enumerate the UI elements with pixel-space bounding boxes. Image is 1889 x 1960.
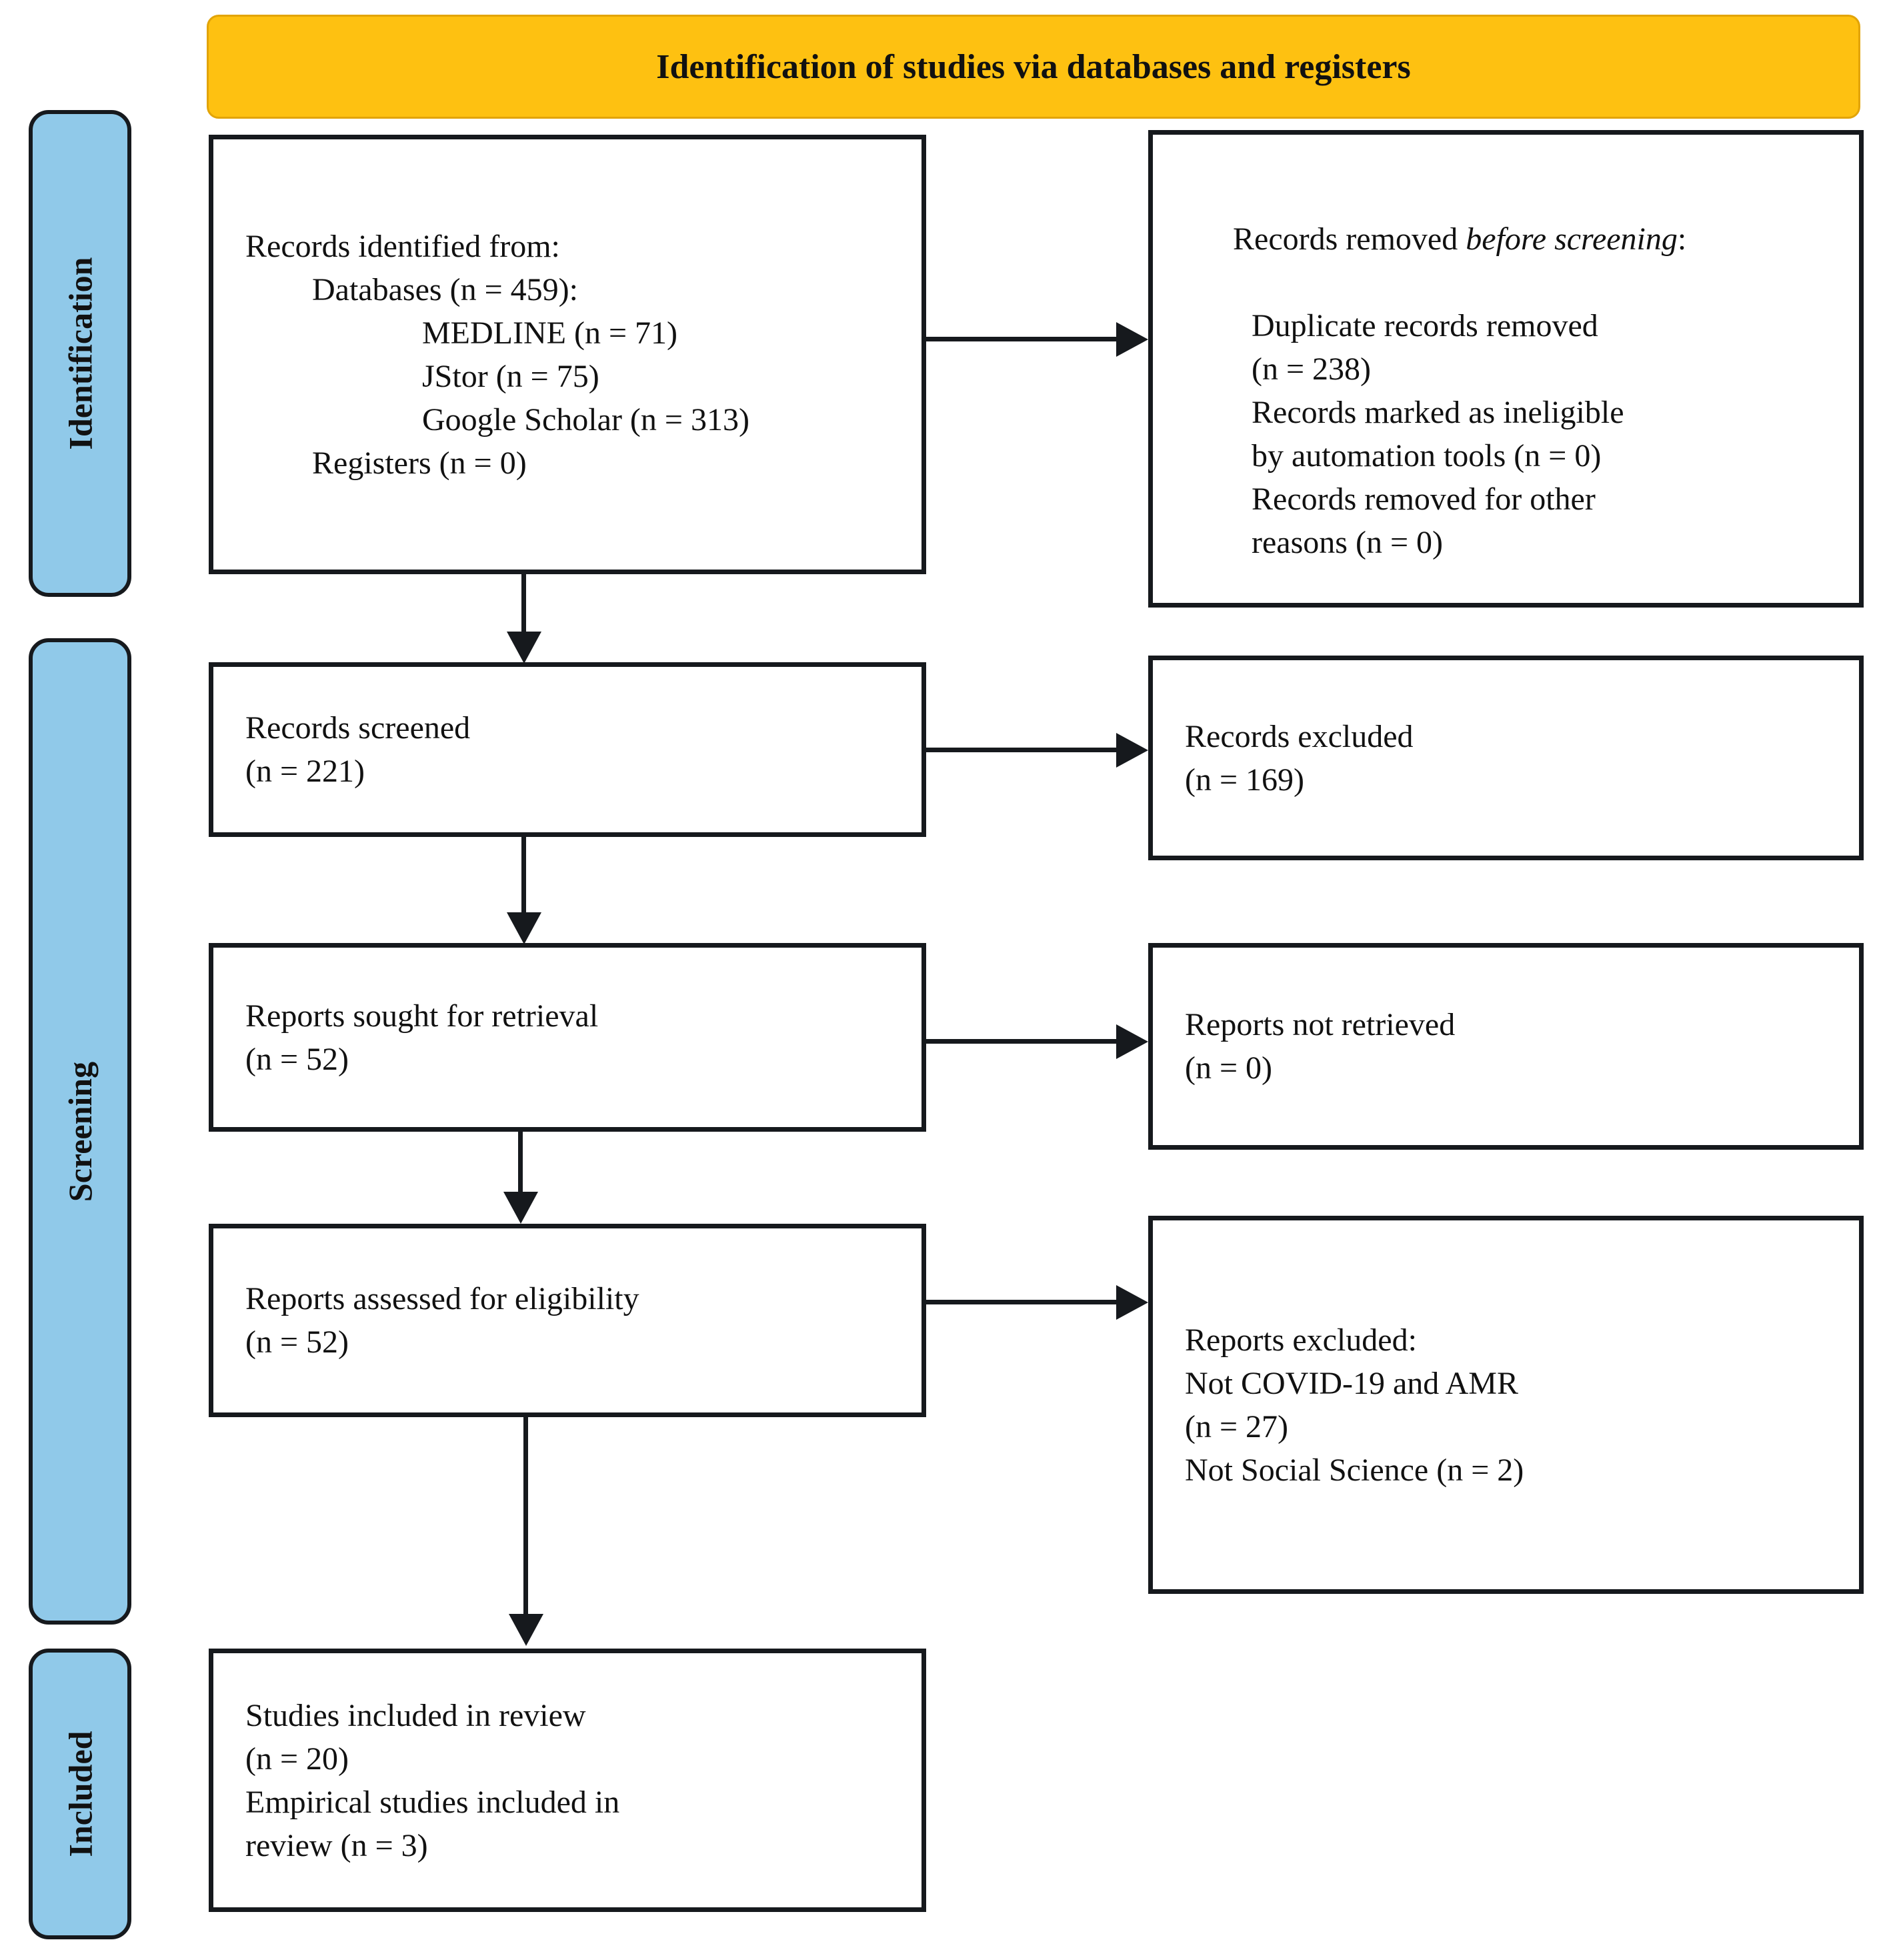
- arrow-sought-to-not-retrieved-icon: [926, 1039, 1116, 1044]
- arrow-assessed-to-excluded-icon: [926, 1300, 1116, 1304]
- box-text-line: Reports assessed for eligibility: [245, 1281, 639, 1316]
- box-reports-excluded: Reports excluded: Not COVID-19 and AMR (…: [1148, 1216, 1864, 1594]
- box-text-line: Records excluded: [1185, 718, 1414, 754]
- box-text-line: reasons (n = 0): [1252, 524, 1443, 560]
- box-records-removed: Records removed before screening: Duplic…: [1148, 130, 1864, 608]
- box-text-line: (n = 221): [245, 754, 365, 789]
- box-text-line: JStor (n = 75): [422, 358, 599, 394]
- records-removed-title-prefix: Records removed: [1233, 221, 1466, 257]
- box-reports-sought: Reports sought for retrieval (n = 52): [209, 943, 926, 1132]
- box-text-line: review (n = 3): [245, 1827, 428, 1863]
- stage-label-screening: Screening: [61, 1061, 99, 1202]
- box-text-line: (n = 238): [1252, 351, 1372, 387]
- box-text-line: Not Social Science (n = 2): [1185, 1452, 1524, 1488]
- box-text-line: Google Scholar (n = 313): [422, 401, 749, 437]
- box-text-line: (n = 52): [245, 1324, 349, 1360]
- box-text-line: Not COVID-19 and AMR: [1185, 1365, 1518, 1401]
- box-text-line: (n = 169): [1185, 762, 1305, 798]
- box-text-line: (n = 0): [1185, 1050, 1273, 1086]
- box-studies-included: Studies included in review (n = 20) Empi…: [209, 1649, 926, 1912]
- box-text-line: Studies included in review: [245, 1697, 586, 1733]
- stage-label-included: Included: [61, 1731, 99, 1857]
- arrow-identified-to-removed-icon: [926, 337, 1116, 341]
- box-text-line: Empirical studies included in: [245, 1784, 620, 1820]
- box-text-line: Records marked as ineligible: [1252, 394, 1624, 430]
- banner-databases-registers: Identification of studies via databases …: [207, 15, 1860, 119]
- records-removed-title-suffix: :: [1677, 221, 1687, 257]
- stage-bar-identification: Identification: [29, 110, 131, 597]
- box-text-line: Records removed for other: [1252, 481, 1596, 517]
- arrow-identified-to-screened-icon: [521, 574, 526, 632]
- box-text-line: Registers (n = 0): [312, 445, 527, 481]
- box-text-line: (n = 20): [245, 1741, 349, 1777]
- stage-bar-screening: Screening: [29, 638, 131, 1625]
- banner-title: Identification of studies via databases …: [656, 47, 1411, 86]
- box-reports-assessed: Reports assessed for eligibility (n = 52…: [209, 1224, 926, 1417]
- stage-bar-included: Included: [29, 1649, 131, 1939]
- box-text-line: Records identified from:: [245, 228, 560, 264]
- box-text-line: (n = 27): [1185, 1408, 1289, 1444]
- box-reports-not-retrieved: Reports not retrieved (n = 0): [1148, 943, 1864, 1150]
- box-text-line: MEDLINE (n = 71): [422, 315, 677, 351]
- arrow-screened-to-sought-icon: [521, 837, 526, 912]
- arrow-sought-to-assessed-icon: [518, 1132, 523, 1192]
- box-text-line: Reports not retrieved: [1185, 1007, 1456, 1042]
- box-text-line: Reports sought for retrieval: [245, 998, 599, 1034]
- arrow-screened-to-excluded-icon: [926, 748, 1116, 752]
- stage-label-identification: Identification: [61, 257, 99, 450]
- box-text-line: Duplicate records removed: [1252, 307, 1598, 343]
- box-text-line: Databases (n = 459):: [312, 271, 578, 307]
- box-records-excluded: Records excluded (n = 169): [1148, 656, 1864, 860]
- box-text-line: Records removed before screening:: [1185, 174, 1848, 304]
- box-text-line: Records screened: [245, 710, 471, 746]
- arrow-assessed-to-included-icon: [523, 1417, 528, 1614]
- box-records-identified: Records identified from: Databases (n = …: [209, 135, 926, 574]
- box-text-line: by automation tools (n = 0): [1252, 437, 1602, 473]
- box-text-line: (n = 52): [245, 1041, 349, 1077]
- box-records-screened: Records screened (n = 221): [209, 662, 926, 837]
- box-text-line: Reports excluded:: [1185, 1322, 1417, 1358]
- records-removed-title-italic: before screening: [1466, 221, 1678, 257]
